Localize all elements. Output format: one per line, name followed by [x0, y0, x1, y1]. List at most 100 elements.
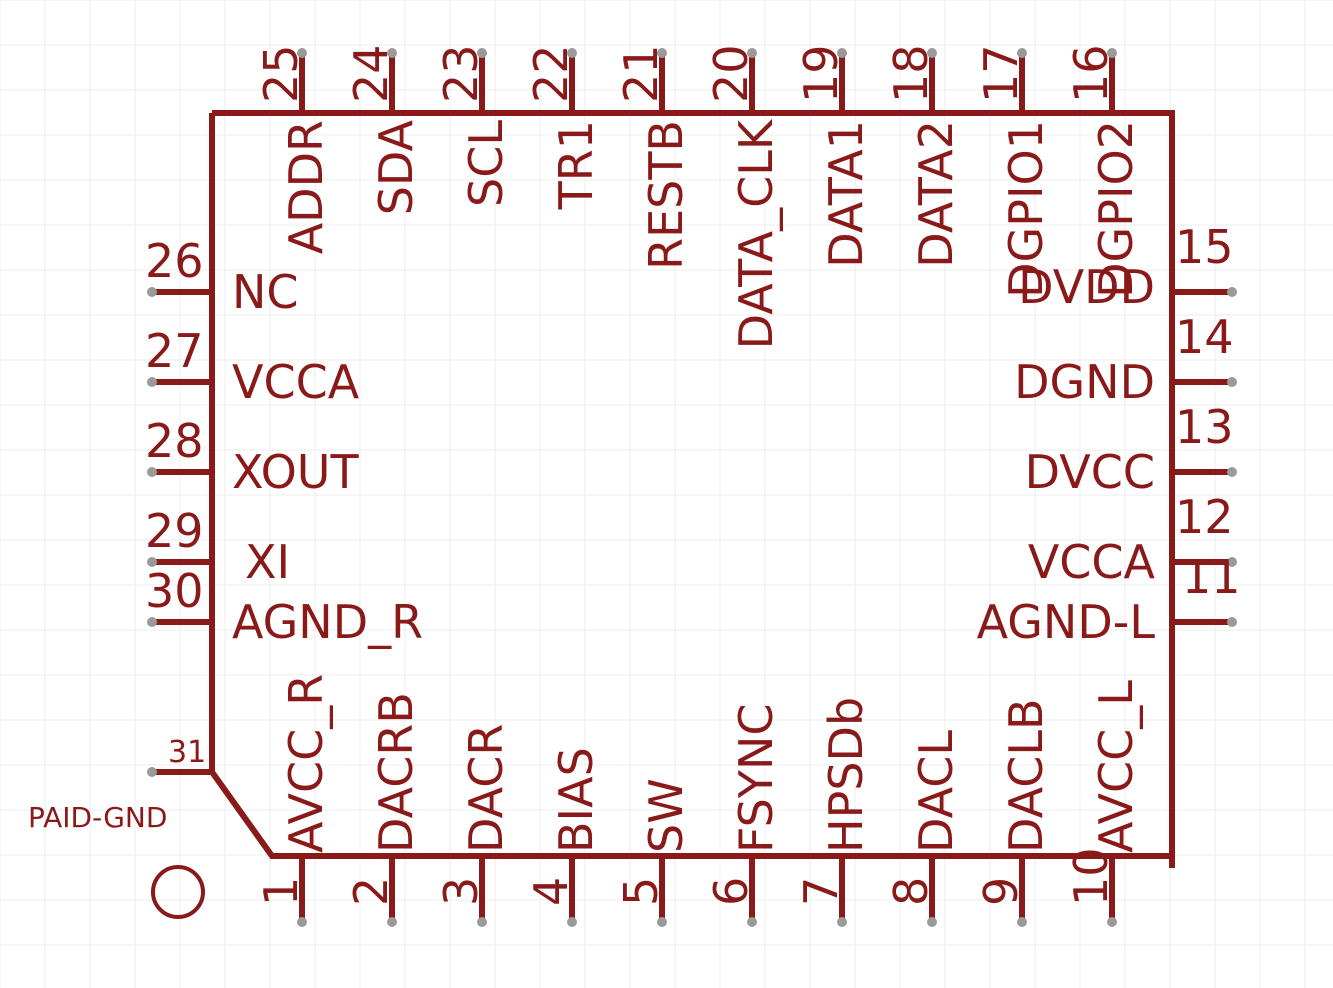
- pin-end-dot[interactable]: [1227, 617, 1237, 627]
- pin-name-label: BIAS: [549, 747, 603, 853]
- pin-end-dot[interactable]: [1107, 48, 1117, 58]
- pin-name-label: DGPIO1: [999, 120, 1053, 298]
- pin-name-label: AGND_R: [232, 595, 423, 649]
- pin-name-label: RESTB: [639, 120, 693, 270]
- pin-end-dot[interactable]: [1017, 917, 1027, 927]
- pin-number: 5: [614, 877, 668, 906]
- pin-name-label: DVDD: [1018, 260, 1155, 314]
- pin-end-dot[interactable]: [567, 48, 577, 58]
- ic-body-outline: [209, 110, 1175, 868]
- pin-end-dot[interactable]: [1227, 557, 1237, 567]
- pin-number: 29: [145, 504, 204, 558]
- pin-name-label: NC: [232, 265, 299, 319]
- pin-end-dot[interactable]: [837, 48, 847, 58]
- pin-name-label: AVCC_L: [1089, 680, 1143, 853]
- pin-name-label: TR1: [549, 120, 603, 210]
- pin-name-label: SCL: [459, 120, 513, 207]
- pin-name-label: AVCC_R: [279, 674, 333, 853]
- pin-end-dot[interactable]: [147, 467, 157, 477]
- pin-end-dot[interactable]: [657, 917, 667, 927]
- pin-name-label: DATA1: [819, 120, 873, 268]
- pin-number: 7: [794, 877, 848, 906]
- pin-number: 20: [704, 44, 758, 103]
- pin-end-dot[interactable]: [747, 917, 757, 927]
- pin-number: 25: [254, 44, 308, 103]
- pin-name-label: DACLB: [999, 698, 1053, 853]
- pin-end-dot[interactable]: [1107, 917, 1117, 927]
- pin-number: 10: [1064, 847, 1118, 906]
- pin-end-dot[interactable]: [387, 48, 397, 58]
- pin-name-label: AGND-L: [977, 595, 1156, 649]
- pad-circle-icon: [151, 865, 205, 919]
- pin-name-label: DATA2: [909, 120, 963, 268]
- pin-end-dot[interactable]: [747, 48, 757, 58]
- pad-pin-number: 31: [168, 735, 206, 770]
- pin-name-label: DGPIO2: [1089, 120, 1143, 298]
- pin-name-label: DATA_CLK: [729, 118, 783, 349]
- pin-end-dot[interactable]: [477, 917, 487, 927]
- top-pins: 25ADDR24SDA23SCL22TR121RESTB20DATA_CLK19…: [254, 44, 1143, 349]
- pin-name-label: SW: [639, 778, 693, 853]
- pin-number: 24: [344, 44, 398, 103]
- pin-name-label: XI: [245, 535, 290, 589]
- pin-end-dot[interactable]: [927, 48, 937, 58]
- pin-number: 13: [1175, 400, 1234, 454]
- pin-number: 11: [1182, 550, 1241, 604]
- pad-label: PAID-GND: [28, 801, 167, 834]
- pin-name-label: DVCC: [1025, 445, 1155, 499]
- pin-number: 27: [145, 324, 204, 378]
- pin-name-label: XOUT: [232, 445, 359, 499]
- pin-end-dot[interactable]: [927, 917, 937, 927]
- pin-name-label: VCCA: [232, 355, 360, 409]
- pin-end-dot[interactable]: [297, 48, 307, 58]
- pin-name-label: DGND: [1014, 355, 1155, 409]
- pin-name-label: DACR: [459, 724, 513, 853]
- pin-number: 18: [884, 44, 938, 103]
- thermal-pad: 31 PAID-GND: [28, 735, 212, 919]
- pin-name-label: VCCA: [1028, 535, 1156, 589]
- pin-number: 30: [145, 564, 204, 618]
- pin-end-dot[interactable]: [567, 917, 577, 927]
- pin-number: 21: [614, 44, 668, 103]
- pin-number: 26: [145, 234, 204, 288]
- pin-number: 16: [1064, 44, 1118, 103]
- bottom-pins: 1AVCC_R2DACRB3DACR4BIAS5SW6FSYNC7HPSDb8D…: [254, 674, 1143, 927]
- pin-end-dot[interactable]: [1227, 287, 1237, 297]
- pin-number: 22: [524, 44, 578, 103]
- pin-name-label: ADDR: [279, 120, 333, 254]
- pin-number: 1: [254, 877, 308, 906]
- pin-end-dot[interactable]: [477, 48, 487, 58]
- pin-end-dot[interactable]: [837, 917, 847, 927]
- pin-end-dot[interactable]: [147, 557, 157, 567]
- pin-number: 6: [704, 877, 758, 906]
- pin-number: 2: [344, 877, 398, 906]
- pin-end-dot[interactable]: [1227, 377, 1237, 387]
- pin-end-dot[interactable]: [147, 287, 157, 297]
- pin-number: 14: [1175, 310, 1234, 364]
- pin-name-label: SDA: [369, 119, 423, 215]
- pin-end-dot[interactable]: [147, 377, 157, 387]
- pin-number: 12: [1175, 490, 1234, 544]
- pin-end-dot[interactable]: [1227, 467, 1237, 477]
- pin-end-dot[interactable]: [657, 48, 667, 58]
- pin-number: 17: [974, 44, 1028, 103]
- pin-number: 9: [974, 877, 1028, 906]
- pin-number: 28: [145, 414, 204, 468]
- pin-number: 15: [1175, 220, 1234, 274]
- pin-number: 19: [794, 44, 848, 103]
- pin-number: 23: [434, 44, 488, 103]
- pin-end-dot[interactable]: [387, 917, 397, 927]
- pin-name-label: FSYNC: [729, 704, 783, 853]
- pin-end-dot[interactable]: [147, 617, 157, 627]
- pin-end-dot[interactable]: [297, 917, 307, 927]
- pin-name-label: DACRB: [369, 692, 423, 853]
- pin-name-label: DACL: [909, 730, 963, 853]
- pin-number: 3: [434, 877, 488, 906]
- pad-pin-end[interactable]: [147, 767, 157, 777]
- pin-name-label: HPSDb: [819, 697, 873, 853]
- pin-end-dot[interactable]: [1017, 48, 1027, 58]
